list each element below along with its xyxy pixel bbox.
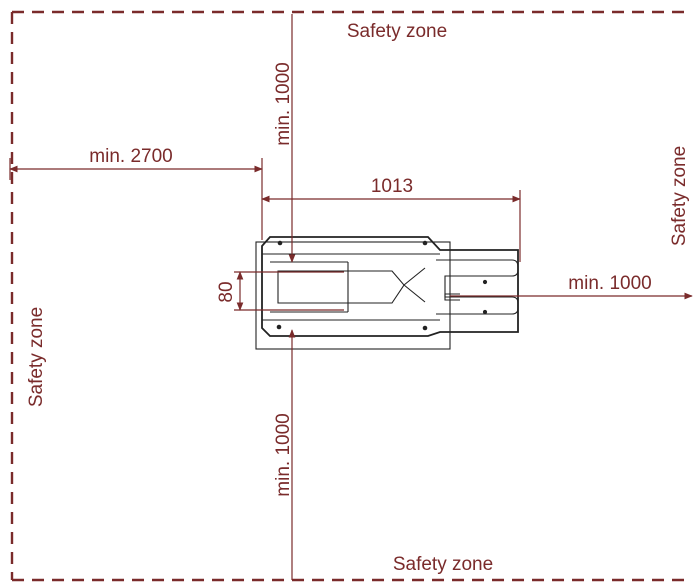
safety-zone-bottom-label: Safety zone [393,554,493,575]
machine-footprint [255,236,519,350]
base-plate [255,241,451,350]
safety-zone-right-label: Safety zone [669,146,690,246]
machine-carriage [277,267,426,304]
safety-zone-top-label: Safety zone [347,21,447,42]
dim-length-label: 1013 [371,176,413,197]
machine-body-outline [261,236,519,337]
dim-right-label: min. 1000 [568,273,651,294]
dim-width-label: 80 [216,281,237,302]
fork-slot [444,293,460,301]
dim-left-label: min. 2700 [89,146,172,167]
bolt-3 [422,240,428,246]
safety-zone-left-label: Safety zone [26,307,47,407]
bolt-4 [422,325,428,331]
dim-bottom-label: min. 1000 [273,413,294,496]
dimension-lines [9,14,693,580]
bolt-6 [482,309,488,315]
safety-zone-boundary [10,10,690,582]
machine-frame-rails [262,253,440,321]
forks [436,259,519,315]
bolt-5 [482,279,488,285]
bolt-2 [276,324,282,330]
bolt-1 [277,240,283,246]
dim-top-label: min. 1000 [273,62,294,145]
